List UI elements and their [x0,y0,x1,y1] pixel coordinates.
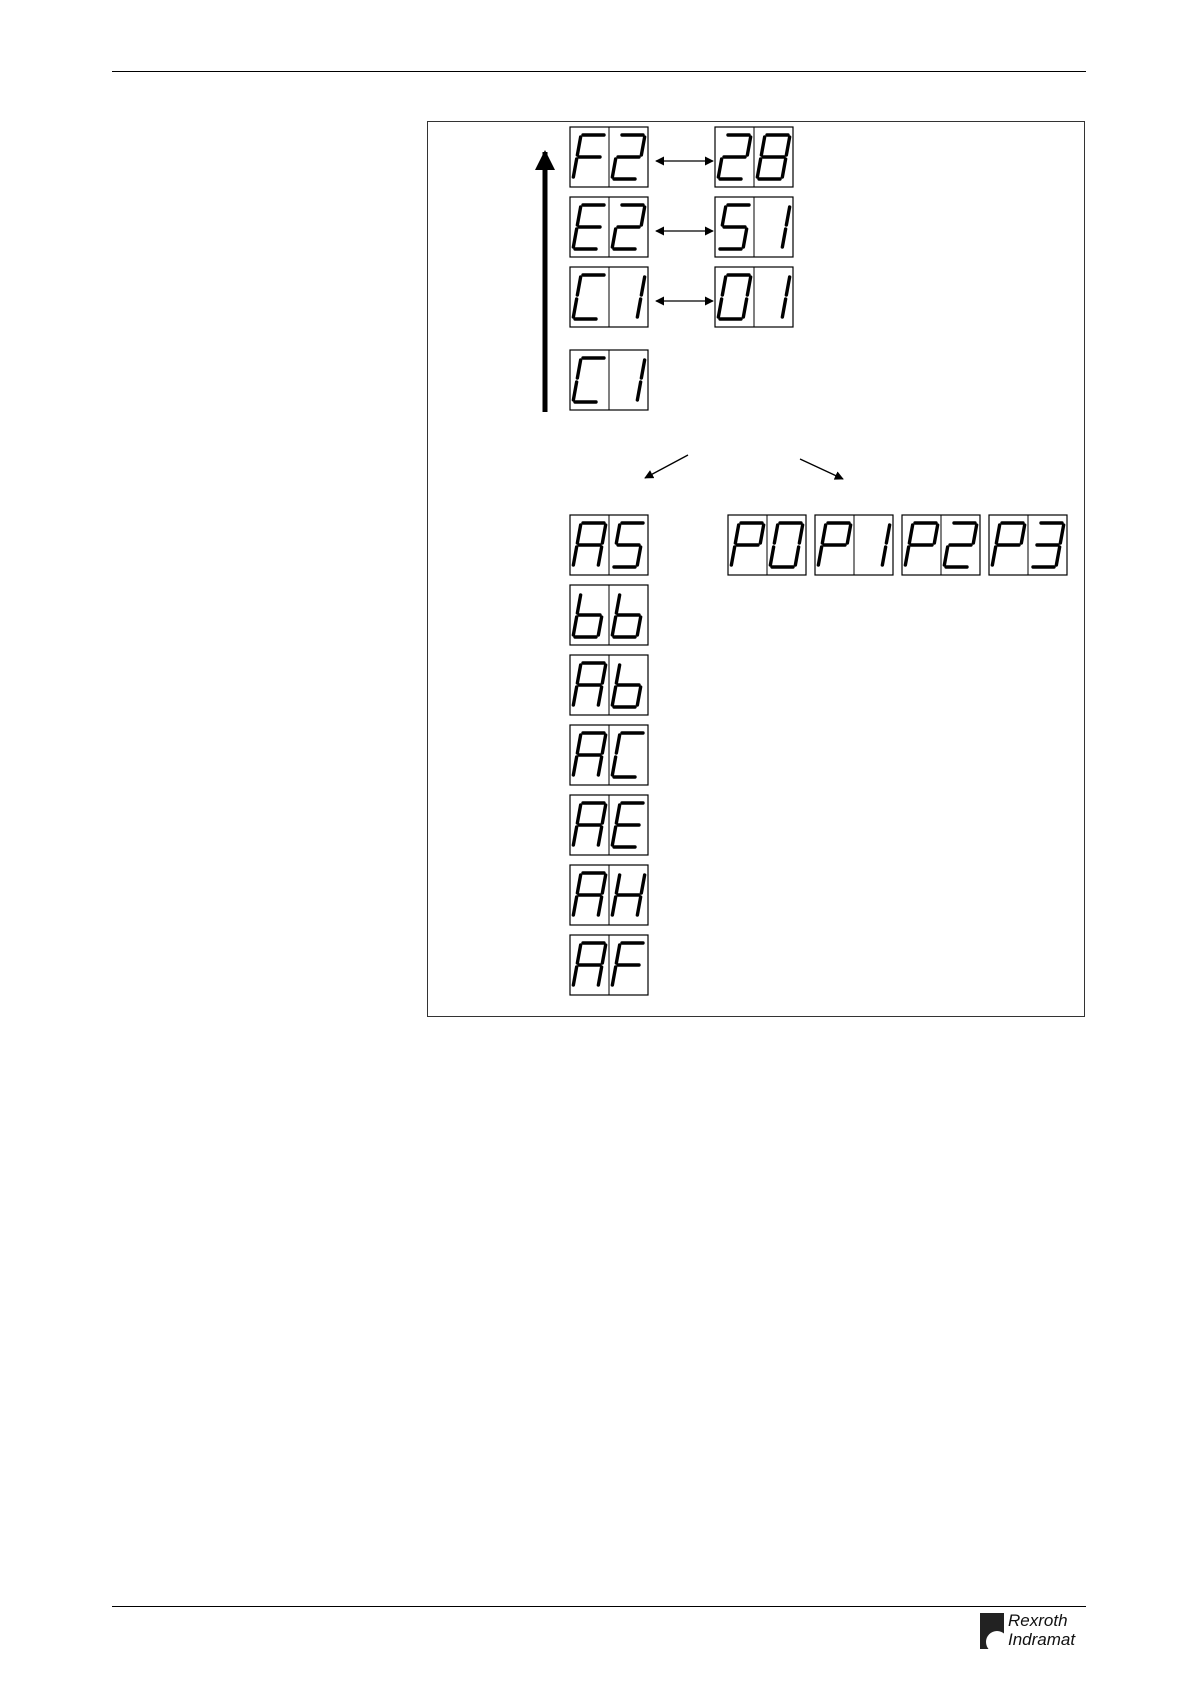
display-p3: P3 [989,515,1067,575]
display-01: 01 [715,267,793,327]
branch-arrow-right [800,459,843,479]
rexroth-indramat-logo: Rexroth Indramat [980,1610,1086,1650]
display-ab: Ab [570,655,648,715]
display-ah: AH [570,865,648,925]
display-28: 28 [715,127,793,187]
display-e2: E2 [570,197,648,257]
display-as: AS [570,515,648,575]
display-bb: bb [570,585,648,645]
display-p0: P0 [728,515,806,575]
logo-mark [980,1613,1004,1649]
logo-line2: Indramat [1008,1631,1075,1649]
display-f2: F2 [570,127,648,187]
branch-arrow-left [645,455,688,478]
display-base: C1 [570,350,648,410]
display-ac: AC [570,725,648,785]
display-c1: C1 [570,267,648,327]
logo-line1: Rexroth [1008,1612,1068,1630]
display-p2: P2 [902,515,980,575]
display-51: 51 [715,197,793,257]
display-ae: AE [570,795,648,855]
display-p1: P1 [815,515,893,575]
display-af: AF [570,935,648,995]
